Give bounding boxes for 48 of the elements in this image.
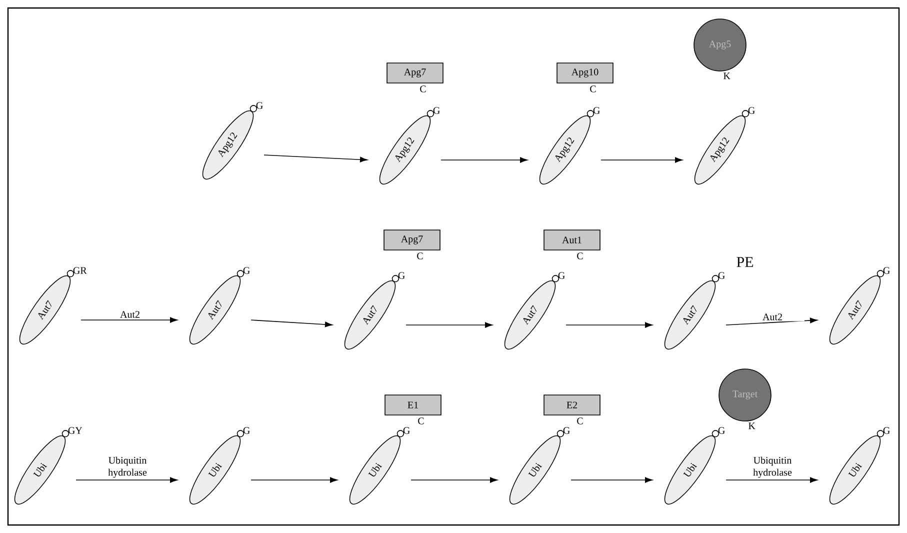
enzyme-box: Apg7	[384, 230, 440, 250]
residue-label: G	[883, 267, 890, 274]
residue-label: GR	[73, 267, 87, 274]
enzyme-box: E2	[544, 394, 600, 416]
edge-label: Ubiquitin hydrolase	[753, 456, 792, 478]
edge-label: Ubiquitin hydrolase	[108, 456, 147, 478]
residue-label: G	[748, 107, 755, 114]
enzyme-box: Aut1	[544, 230, 600, 250]
molecule-label: PE	[736, 257, 753, 267]
arrow	[726, 318, 818, 326]
residue-label: G	[398, 272, 405, 279]
residue-label: G	[718, 427, 725, 434]
arrow	[440, 157, 528, 163]
residue-label: GY	[68, 427, 82, 434]
residue-label: G	[558, 272, 565, 279]
arrow	[76, 477, 178, 483]
arrow	[80, 317, 178, 323]
residue-label: G	[563, 427, 570, 434]
residue-label: G	[243, 427, 250, 434]
residue-label: G	[593, 107, 600, 114]
residue-label: K	[748, 422, 756, 430]
residue-label: G	[403, 427, 410, 434]
residue-label: G	[883, 427, 890, 434]
enzyme-box: Apg7	[386, 62, 444, 84]
residue-label: G	[433, 107, 440, 114]
residue-label: C	[577, 252, 583, 260]
arrow	[250, 320, 333, 328]
edge-label: Aut2	[762, 314, 782, 320]
arrow	[250, 477, 338, 483]
residue-label: G	[256, 102, 263, 109]
residue-label: G	[243, 267, 250, 274]
arrow	[566, 322, 653, 328]
enzyme-box: Apg10	[556, 62, 614, 84]
residue-label: C	[590, 86, 596, 92]
residue-label: K	[724, 72, 730, 80]
arrow	[726, 477, 818, 483]
residue-label: C	[418, 418, 424, 424]
edge-label: Aut2	[120, 311, 140, 318]
arrow	[406, 322, 493, 328]
arrow	[600, 157, 683, 163]
arrow	[570, 477, 653, 483]
residue-label: C	[420, 86, 426, 92]
residue-label: C	[577, 418, 583, 424]
residue-label: C	[417, 252, 423, 260]
arrow	[264, 154, 368, 162]
arrow	[410, 477, 498, 483]
enzyme-box: E1	[384, 394, 442, 416]
residue-label: G	[718, 272, 725, 279]
